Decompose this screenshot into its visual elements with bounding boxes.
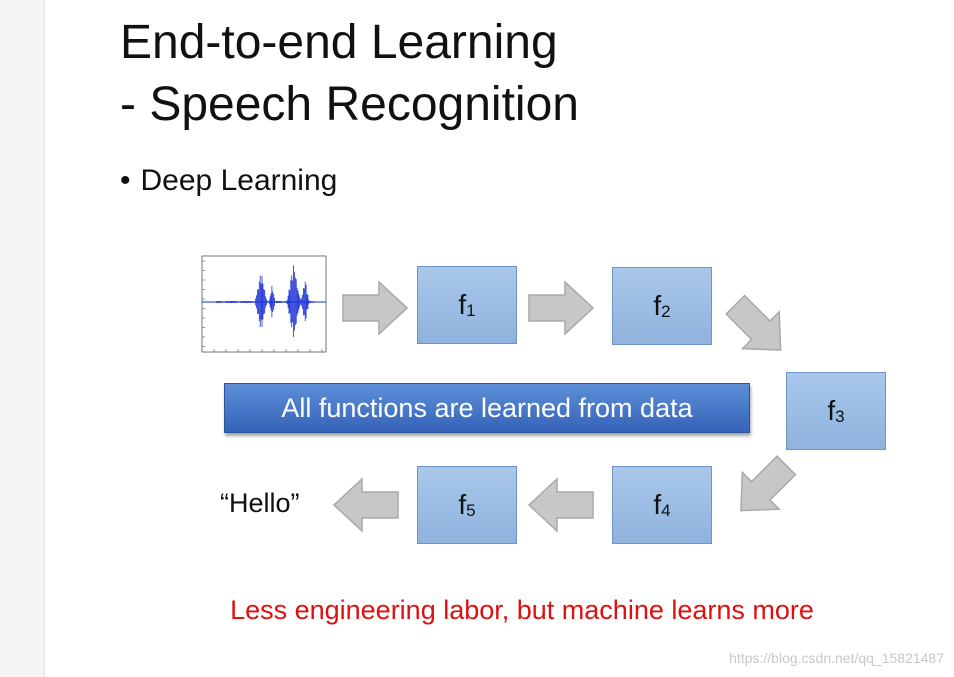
learned-from-data-banner: All functions are learned from data [224, 383, 750, 433]
arrow-right-1 [342, 280, 409, 336]
output-text: “Hello” [220, 488, 300, 518]
plot-ticks [202, 260, 323, 352]
arrow-diagonal-down-left [740, 455, 797, 512]
waveform-signal [216, 265, 315, 337]
function-letter: f [653, 290, 662, 321]
bullet-text: Deep Learning [140, 164, 338, 197]
waveform-plot-icon [201, 255, 327, 353]
arrow-left-1 [527, 477, 594, 533]
footer-note: Less engineering labor, but machine lear… [0, 595, 954, 626]
function-letter: f [653, 489, 662, 520]
left-sidebar-strip [0, 0, 45, 677]
arrow-left-2 [332, 477, 399, 533]
title-line-2: - Speech Recognition [120, 78, 579, 131]
function-letter: f [458, 489, 467, 520]
function-letter: f [827, 395, 836, 426]
arrow-diagonal-down-right [725, 294, 784, 352]
function-letter: f [458, 289, 467, 320]
footer-note-text: Less engineering labor, but machine lear… [230, 595, 814, 625]
watermark: https://blog.csdn.net/qq_15821487 [729, 650, 944, 666]
arrow-right-2 [528, 280, 595, 336]
function-index: 1 [466, 301, 476, 320]
bullet-item: • Deep Learning [120, 164, 337, 198]
function-index: 3 [835, 407, 845, 426]
bullet-dot: • [120, 164, 131, 197]
function-index: 4 [661, 501, 671, 520]
title-line-1: End-to-end Learning [120, 16, 558, 69]
function-index: 5 [466, 501, 476, 520]
function-index: 2 [661, 302, 671, 321]
slide-title: End-to-end Learning - Speech Recognition [120, 12, 579, 136]
